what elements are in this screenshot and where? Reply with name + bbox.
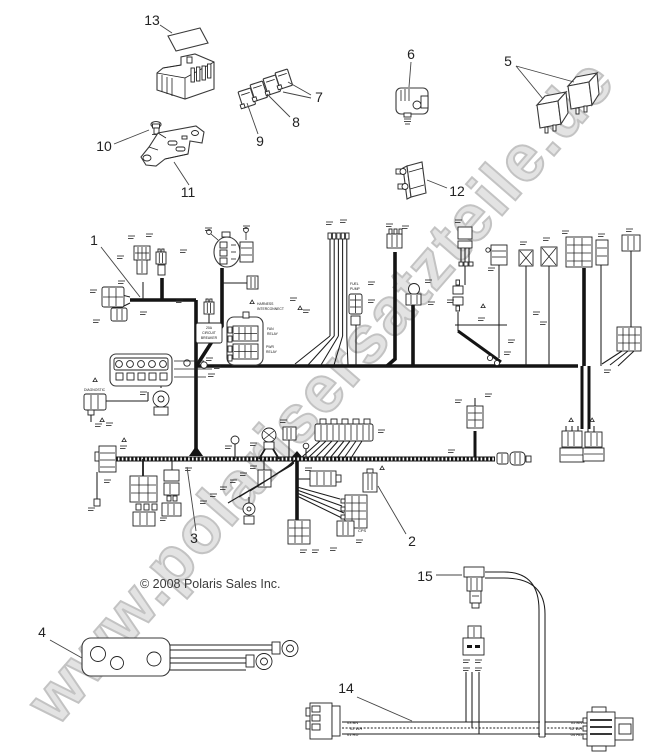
part-15-connector-lead <box>463 566 546 741</box>
lower-center-cluster: CPS <box>287 468 378 545</box>
part-4-battery-cable <box>81 637 299 677</box>
svg-text:02 WH: 02 WH <box>350 726 362 731</box>
svg-text:RELAY: RELAY <box>266 350 278 354</box>
svg-text:20A: 20A <box>206 326 213 330</box>
key-switch-connector <box>206 227 254 268</box>
callout-leader-lines <box>49 24 575 722</box>
fuel-pump-connector: FUEL PUMP <box>348 282 363 366</box>
callout-5: 5 <box>504 53 512 69</box>
svg-text:CPS: CPS <box>358 528 367 533</box>
svg-text:01 RD: 01 RD <box>347 732 358 737</box>
connector-cluster-right <box>518 234 642 367</box>
right-lower-connectors <box>559 417 605 463</box>
svg-text:04 RD: 04 RD <box>571 732 582 737</box>
fuse-holder-block <box>109 353 222 387</box>
svg-text:CIRCUIT: CIRCUIT <box>202 331 216 335</box>
harness-interconnect: HARNESS INTERCONNECT <box>222 275 284 311</box>
part-14-sub-harness: 03 BN 02 WH 01 RD 05 BN 02 WH 04 RD <box>305 625 634 752</box>
callout-12: 12 <box>449 183 465 199</box>
svg-text:05 BN: 05 BN <box>571 720 582 725</box>
below-bus-left <box>93 445 296 527</box>
svg-text:03 BN: 03 BN <box>347 720 358 725</box>
circuit-breaker-box: 20A CIRCUIT BREAKER <box>195 298 223 344</box>
center-connectors <box>386 226 508 358</box>
main-wiring-harness: DIAGNOSTIC 20 <box>83 219 642 553</box>
bus-end-connectors <box>496 451 532 466</box>
callout-8: 8 <box>292 114 300 130</box>
svg-text:PUMP: PUMP <box>350 287 361 291</box>
callout-1: 1 <box>90 232 98 248</box>
diagnostic-connector: DIAGNOSTIC <box>83 386 170 426</box>
callout-4: 4 <box>38 624 46 640</box>
part-13-decal <box>167 27 209 52</box>
callout-10: 10 <box>96 138 112 154</box>
svg-text:INTERCONNECT: INTERCONNECT <box>257 307 284 311</box>
svg-text:BREAKER: BREAKER <box>201 336 218 340</box>
wire-bundle <box>294 232 350 366</box>
part-11-bracket <box>140 125 205 167</box>
callout-3: 3 <box>190 530 198 546</box>
part-7-8-9-fuses <box>237 68 293 110</box>
callout-15: 15 <box>417 568 433 584</box>
callout-13: 13 <box>144 12 160 28</box>
callout-14: 14 <box>338 680 354 696</box>
callout-9: 9 <box>256 133 264 149</box>
svg-text:HARNESS: HARNESS <box>257 302 274 306</box>
svg-text:RELAY: RELAY <box>267 332 279 336</box>
callout-6: 6 <box>407 46 415 62</box>
svg-text:PWR: PWR <box>266 345 274 349</box>
svg-text:FAN: FAN <box>267 327 274 331</box>
copyright-notice: © 2008 Polaris Sales Inc. <box>140 577 281 591</box>
callout-7: 7 <box>315 89 323 105</box>
callout-2: 2 <box>408 533 416 549</box>
svg-text:FUEL: FUEL <box>350 282 359 286</box>
part-5-relays <box>535 71 600 134</box>
fuse-box-cover <box>156 53 215 100</box>
part-10-rivet <box>150 120 162 135</box>
part-6-sensor <box>395 87 429 125</box>
connector-cluster-left <box>101 245 167 322</box>
relay-module: FAN RELAY PWR RELAY <box>226 311 279 366</box>
part-12-circuit-breaker <box>395 161 427 200</box>
svg-text:02 WH: 02 WH <box>570 726 582 731</box>
callout-11: 11 <box>181 184 196 200</box>
svg-text:DIAGNOSTIC: DIAGNOSTIC <box>84 388 106 392</box>
above-bus-cluster <box>258 398 484 460</box>
callout-numbers: 1 2 3 4 5 6 7 8 9 10 11 12 13 14 15 <box>38 12 512 696</box>
